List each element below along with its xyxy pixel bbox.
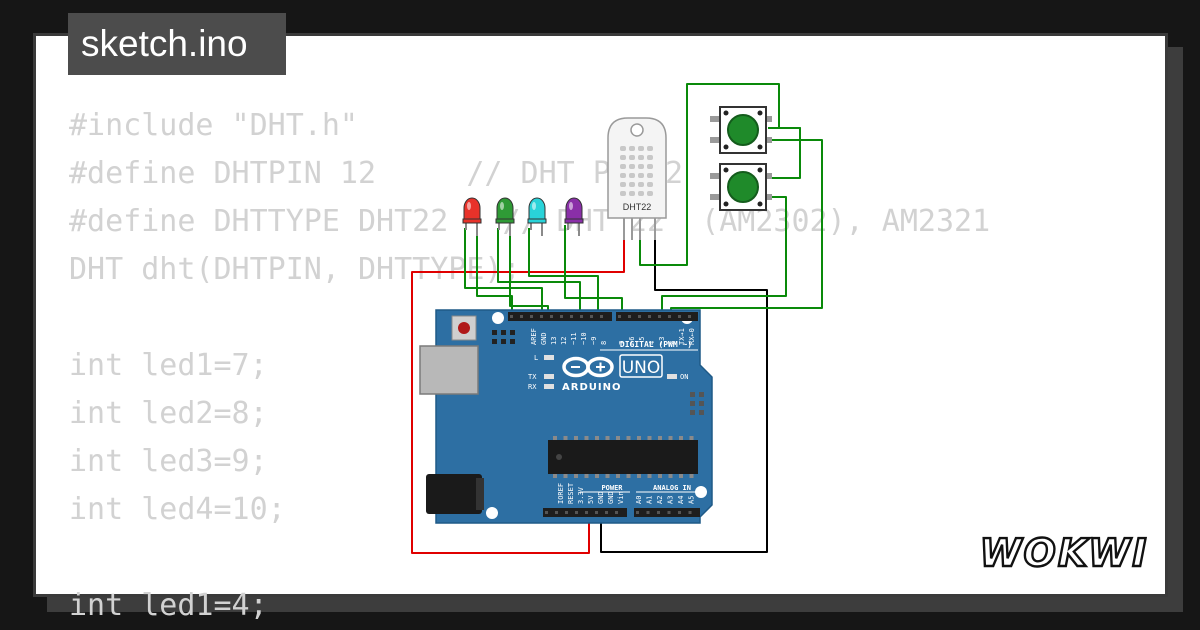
pin-label: A5: [688, 496, 696, 504]
wire-led-cyan: [528, 228, 599, 316]
pin-label: 5V: [587, 495, 595, 504]
code-line: int led4=10;: [69, 492, 286, 527]
led-tx-label: TX: [528, 373, 537, 381]
wire-led-gnd-1: [476, 235, 513, 316]
pin-label: A3: [667, 496, 675, 504]
power-header-label: POWER: [601, 484, 623, 492]
code-line: int led3=9;: [69, 444, 268, 479]
reset-button-cap: [458, 322, 470, 334]
pin-label: A0: [635, 496, 643, 504]
atmega-chip: [548, 440, 698, 474]
pin-label: TX→1: [678, 328, 686, 345]
pin-label: ~6: [628, 337, 636, 345]
power-jack: [426, 474, 482, 514]
pin-label: ~11: [570, 332, 578, 345]
wire-black-gnd: [600, 240, 768, 553]
led-green[interactable]: [495, 197, 515, 236]
board-model-label: UNO: [622, 358, 661, 378]
code-line: #define DHTTYPE DHT22 // DHT 22 (AM2302)…: [69, 204, 991, 239]
wire-button-2: [661, 196, 787, 316]
led-purple[interactable]: [564, 197, 584, 236]
led-l-label: L: [534, 354, 538, 362]
wire-red-5v: [411, 240, 625, 554]
onboard-led-l: [544, 355, 554, 360]
wire-button-common: [768, 127, 801, 179]
pin-label: A2: [656, 496, 664, 504]
pin-label: ~9: [590, 337, 598, 345]
pin-label: A1: [646, 496, 654, 504]
code-line: int led1=7;: [69, 348, 268, 383]
pin-label: GND: [597, 491, 605, 504]
pin-label: RX←0: [688, 328, 696, 345]
dht22-sensor[interactable]: DHT22: [607, 117, 667, 240]
dht22-label: DHT22: [623, 202, 652, 212]
led-red[interactable]: [462, 197, 482, 236]
pin-label: GND: [540, 332, 548, 345]
pin-label: 13: [550, 337, 558, 345]
digital-header-label: DIGITAL (PWM ~): [620, 340, 692, 349]
pin-label: 3.3V: [577, 486, 585, 504]
pushbutton-1[interactable]: [710, 106, 772, 154]
onboard-led-rx: [544, 384, 554, 389]
pushbutton-2[interactable]: [710, 163, 772, 211]
pin-label: RESET: [567, 482, 575, 504]
wokwi-logo-text: WOKWI: [980, 531, 1149, 575]
wokwi-logo: WOKWI: [978, 530, 1149, 576]
code-line: #include "DHT.h": [69, 108, 358, 143]
usb-connector: [419, 345, 479, 395]
digital-header-right: [616, 312, 698, 321]
on-label: ON: [680, 373, 688, 381]
pin-label: ~3: [658, 337, 666, 345]
led-rx-label: RX: [528, 383, 537, 391]
pin-label: 12: [560, 337, 568, 345]
wire-led-red: [464, 228, 543, 316]
pin-label: IOREF: [557, 483, 565, 504]
code-line: int led2=8;: [69, 396, 268, 431]
file-tab-label: sketch.ino: [81, 23, 248, 64]
onboard-led-tx: [544, 374, 554, 379]
pin-label: Vin: [617, 491, 625, 504]
arduino-logo-icon: [562, 356, 614, 378]
pin-label: A4: [677, 496, 685, 504]
code-preview: #include "DHT.h"#define DHTPIN 12 // DHT…: [69, 102, 990, 630]
code-line: int led1=4;: [69, 588, 268, 623]
pin-label: ~10: [580, 332, 588, 345]
led-cyan[interactable]: [527, 197, 547, 236]
pin-label: ~5: [638, 337, 646, 345]
led-group: [462, 197, 584, 236]
pin-label: GND: [607, 491, 615, 504]
analog-header-label: ANALOG IN: [653, 484, 691, 492]
pin-label: 4: [648, 341, 656, 345]
file-tab[interactable]: sketch.ino: [68, 13, 286, 75]
pin-label: 7: [618, 341, 626, 345]
code-line: DHT dht(DHTPIN, DHTTYPE);: [69, 252, 521, 287]
pin-label: 8: [600, 341, 608, 345]
pin-label: AREF: [530, 328, 538, 345]
onboard-led-on: [667, 374, 677, 379]
board-brand-label: ARDUINO: [562, 382, 621, 393]
analog-header: [634, 508, 700, 517]
wire-led-purple: [564, 225, 623, 316]
pin-label: 2: [668, 341, 676, 345]
